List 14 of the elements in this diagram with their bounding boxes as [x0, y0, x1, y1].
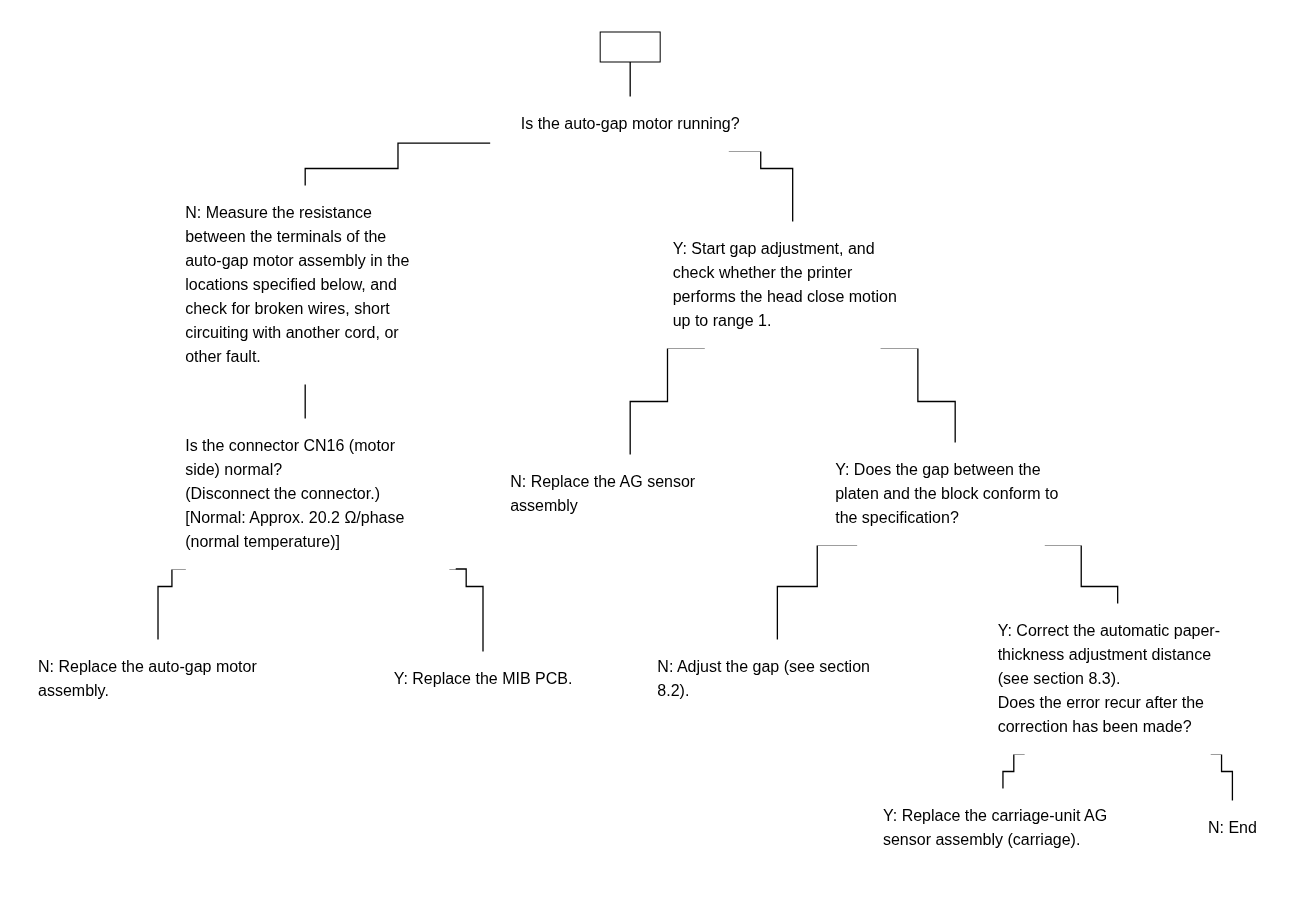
node-text: N: Measure the resistance between the terminals of the auto-gap motor assembly in the locations specified below, and check for broken wires, short circuiting with another cord, or other fault.: [185, 203, 410, 365]
node-text: N: End: [1208, 818, 1257, 836]
node-text: Y: Correct the automatic paper-thickness adjustment distance (see section 8.3). Does the error recur after the correction has been made?: [997, 621, 1221, 735]
connector: [304, 141, 492, 187]
node-text: Y: Replace the carriage-unit AG sensor assembly (carriage).: [883, 806, 1108, 848]
connector: [629, 60, 631, 98]
node-text: Is the connector CN16 (motor side) normal? (Disconnect the connector.) [Normal: Approx. 20.2 Ω/phase (normal temperature)]: [185, 436, 405, 550]
node-text: N: Adjust the gap (see section 8.2).: [657, 657, 871, 699]
node-text: N: Replace the auto-gap motor assembly.: [38, 657, 257, 699]
node-text: Y: Replace the MIB PCB.: [393, 669, 573, 687]
node-text: Is the auto-gap motor running?: [520, 114, 740, 132]
node-box: [599, 31, 661, 62]
node-text: N: Replace the AG sensor assembly: [510, 472, 696, 514]
connector: [304, 382, 306, 420]
